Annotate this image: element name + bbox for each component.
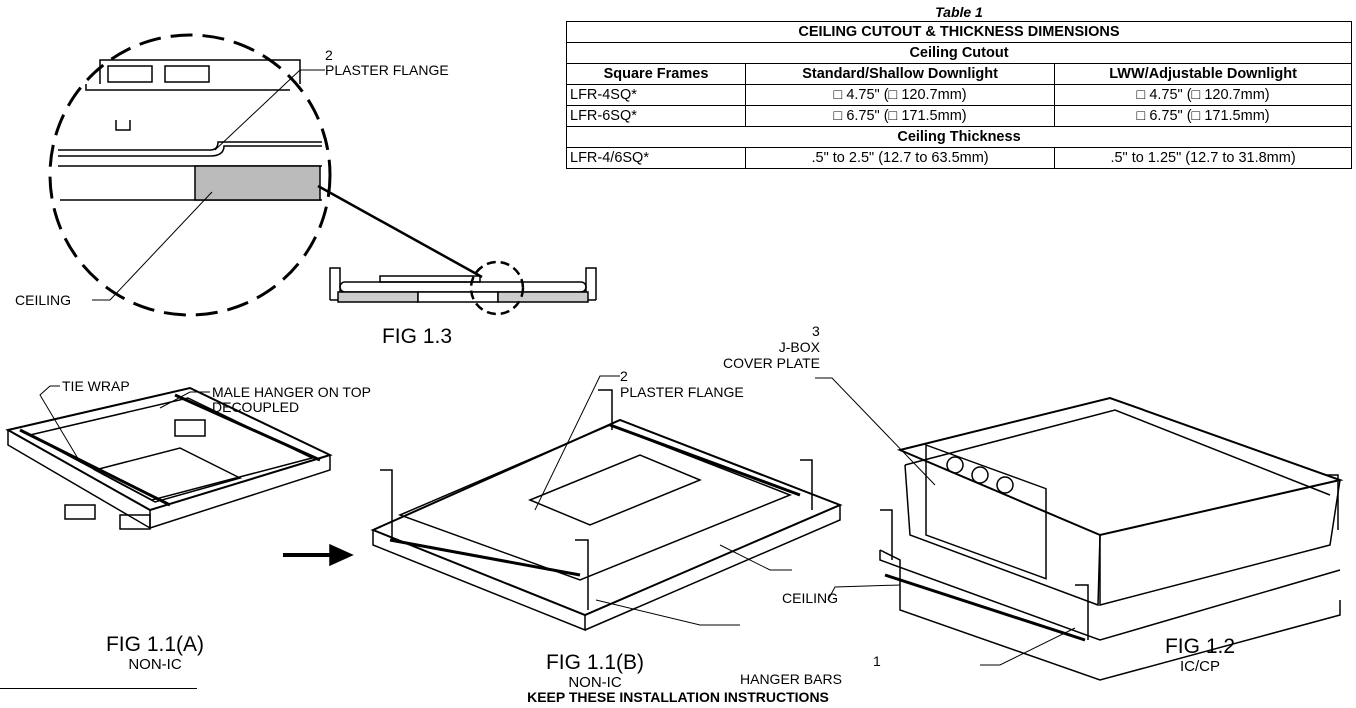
- table-cell: □ 6.75" (□ 171.5mm): [744, 105, 1056, 127]
- table-cell: □ 4.75" (□ 120.7mm): [1054, 84, 1352, 106]
- detail-flange-label: PLASTER FLANGE: [325, 62, 449, 78]
- column-header: Standard/Shallow Downlight: [744, 63, 1056, 85]
- table-caption: Table 1: [935, 4, 983, 20]
- ceiling-label: CEILING: [782, 590, 839, 606]
- table-cell: LFR-4/6SQ*: [566, 147, 746, 169]
- detail-ceiling-label: CEILING: [15, 292, 72, 308]
- table-cell: □ 4.75" (□ 120.7mm): [744, 84, 1056, 106]
- table-row: LFR-4/6SQ* .5" to 2.5" (12.7 to 63.5mm) …: [566, 147, 1352, 169]
- fig11a-title: FIG 1.1(A)NON-IC: [80, 634, 230, 674]
- footer-notice: KEEP THESE INSTALLATION INSTRUCTIONS: [527, 689, 829, 705]
- ceiling-section: [194, 165, 321, 201]
- dimensions-table: CEILING CUTOUT & THICKNESS DIMENSIONS Ce…: [566, 21, 1352, 169]
- table-cell: .5" to 2.5" (12.7 to 63.5mm): [744, 147, 1056, 169]
- table-title: CEILING CUTOUT & THICKNESS DIMENSIONS: [566, 21, 1352, 43]
- fig11b-subtitle: NON-IC: [568, 674, 622, 691]
- cutout-heading: Ceiling Cutout: [566, 42, 1352, 64]
- table-cell: .5" to 1.25" (12.7 to 31.8mm): [1054, 147, 1352, 169]
- table-header-row: Square Frames Standard/Shallow Downlight…: [566, 63, 1352, 85]
- cover-plate-label: COVER PLATE: [723, 355, 820, 371]
- fig13-title: FIG 1.3: [381, 325, 453, 348]
- fig11b-title: FIG 1.1(B)NON-IC: [520, 652, 670, 692]
- fig12-subtitle: IC/CP: [1179, 658, 1220, 675]
- jbox-label: J-BOX: [778, 339, 820, 355]
- detail-flange-number: 2: [325, 47, 333, 63]
- fig12-housing: [815, 377, 1344, 681]
- flange-number: 2: [620, 368, 628, 384]
- table-row: LFR-4SQ* □ 4.75" (□ 120.7mm) □ 4.75" (□ …: [566, 84, 1352, 106]
- column-header: LWW/Adjustable Downlight: [1054, 63, 1352, 85]
- fig13-section: [329, 260, 597, 316]
- hanger-number: 1: [873, 653, 881, 669]
- column-header: Square Frames: [566, 63, 746, 85]
- table-cell: LFR-4SQ*: [566, 84, 746, 106]
- hanger-bars-label: HANGER BARS: [740, 671, 842, 687]
- decoupled-label: DECOUPLED: [212, 399, 300, 415]
- thickness-heading: Ceiling Thickness: [566, 126, 1352, 148]
- fig11a-subtitle: NON-IC: [128, 656, 182, 673]
- tie-wrap-label: TIE WRAP: [62, 378, 130, 394]
- table-row: LFR-6SQ* □ 6.75" (□ 171.5mm) □ 6.75" (□ …: [566, 105, 1352, 127]
- plaster-flange-label: PLASTER FLANGE: [620, 384, 744, 400]
- footer-rule: [0, 688, 197, 689]
- detail-circle: [48, 33, 483, 317]
- male-hanger-label: MALE HANGER ON TOP: [212, 384, 371, 400]
- jbox-number: 3: [812, 323, 820, 339]
- fig11a-frame: [5, 385, 333, 530]
- table-cell: □ 6.75" (□ 171.5mm): [1054, 105, 1352, 127]
- table-cell: LFR-6SQ*: [566, 105, 746, 127]
- direction-arrow: [283, 543, 354, 567]
- fig11b-frame: [370, 375, 843, 632]
